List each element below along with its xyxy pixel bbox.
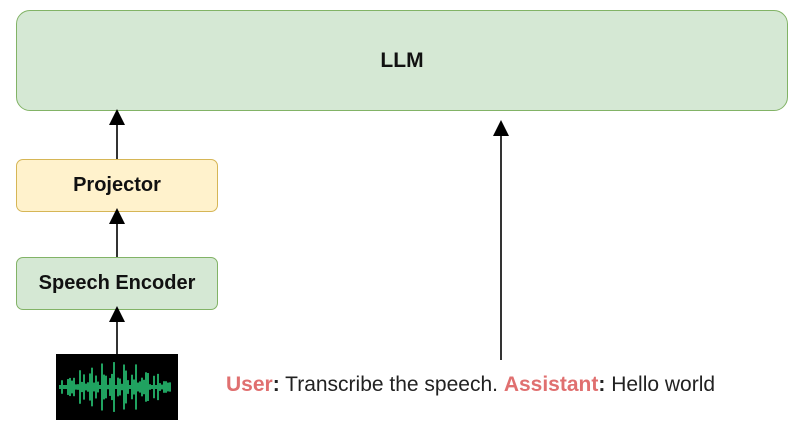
speech-waveform-icon	[56, 354, 178, 420]
speech-encoder-block: Speech Encoder	[16, 257, 218, 310]
assistant-role-label: Assistant	[503, 373, 599, 396]
assistant-message: Hello world	[605, 373, 716, 396]
projector-label: Projector	[73, 174, 161, 196]
llm-block: LLM	[16, 10, 788, 111]
user-message: Transcribe the speech.	[279, 373, 504, 396]
llm-label: LLM	[380, 48, 424, 72]
speech-encoder-label: Speech Encoder	[38, 272, 196, 294]
user-colon: :	[272, 373, 280, 396]
assistant-colon: :	[598, 373, 606, 396]
user-role-label: User	[226, 373, 273, 396]
prompt-text: User: Transcribe the speech. Assistant: …	[226, 373, 715, 397]
